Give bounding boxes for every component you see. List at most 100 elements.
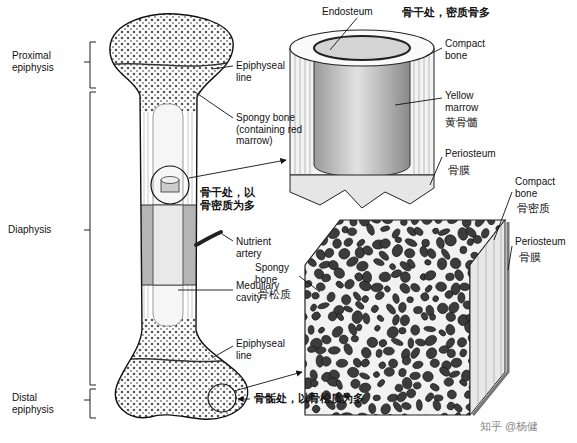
- trabecular-hole: [294, 262, 305, 269]
- trabecular-hole: [308, 326, 314, 335]
- trabecular-hole: [511, 384, 521, 392]
- trabecular-hole: [392, 293, 401, 304]
- trabecular-hole: [419, 291, 430, 302]
- trabecular-hole: [359, 372, 371, 381]
- trabecular-hole: [370, 283, 383, 293]
- trabecular-hole: [390, 337, 404, 347]
- trabecular-hole: [368, 213, 382, 225]
- trabecular-hole: [430, 359, 439, 368]
- trabecular-hole: [413, 226, 425, 237]
- trabecular-hole: [424, 326, 437, 333]
- trabecular-hole: [398, 368, 407, 378]
- trabecular-hole: [335, 312, 345, 322]
- part-label: Epiphyseal line: [236, 60, 298, 83]
- trabecular-hole: [401, 402, 412, 411]
- trabecular-hole: [413, 306, 422, 314]
- trabecular-hole: [341, 294, 351, 304]
- trabecular-hole: [332, 238, 341, 248]
- trabecular-hole: [388, 263, 396, 271]
- trabecular-hole: [400, 271, 411, 283]
- part-label: 黄骨髓: [445, 116, 495, 129]
- trabecular-hole: [342, 342, 354, 356]
- trabecular-hole: [380, 225, 390, 232]
- trabecular-hole: [373, 257, 385, 267]
- trabecular-hole: [450, 357, 462, 368]
- trabecular-hole: [383, 347, 394, 355]
- trabecular-hole: [379, 272, 391, 283]
- trabecular-hole: [460, 246, 467, 254]
- trabecular-hole: [297, 223, 309, 236]
- trabecular-hole: [445, 311, 457, 323]
- trabecular-hole: [458, 378, 468, 387]
- trabecular-hole: [342, 236, 354, 248]
- trabecular-hole: [321, 273, 331, 282]
- trabecular-hole: [401, 376, 413, 390]
- trabecular-hole: [302, 290, 312, 300]
- trabecular-hole: [366, 336, 378, 348]
- region-label: Distal epiphysis: [12, 392, 72, 415]
- trabecular-hole: [404, 248, 416, 259]
- trabecular-hole: [373, 395, 381, 401]
- trabecular-hole: [311, 292, 319, 300]
- trabecular-hole: [423, 269, 437, 282]
- trabecular-hole: [452, 411, 462, 424]
- trabecular-hole: [460, 283, 470, 291]
- trabecular-hole: [332, 266, 347, 281]
- part-label: 骨膜: [519, 251, 559, 264]
- trabecular-hole: [508, 332, 521, 344]
- long-bone: [100, 14, 250, 419]
- trabecular-hole: [398, 282, 412, 296]
- trabecular-hole: [320, 334, 332, 345]
- note-label: 骨骺处，以骨松质为多: [254, 392, 378, 405]
- trabecular-hole: [306, 213, 317, 225]
- trabecular-hole: [340, 413, 353, 420]
- trabecular-hole: [435, 281, 447, 292]
- trabecular-hole: [312, 223, 324, 235]
- part-label: 骨膜: [448, 164, 488, 177]
- trabecular-hole: [323, 247, 336, 260]
- trabecular-hole: [384, 367, 395, 376]
- trabecular-hole: [320, 355, 333, 368]
- part-label: 骨密质: [517, 202, 562, 215]
- part-label: Spongy bone: [255, 262, 300, 285]
- trabecular-hole: [496, 404, 506, 413]
- trabecular-hole: [361, 294, 370, 303]
- trabecular-hole: [304, 237, 319, 251]
- trabecular-hole: [399, 314, 410, 327]
- trabecular-hole: [416, 399, 423, 411]
- trabecular-hole: [456, 336, 469, 349]
- trabecular-hole: [424, 391, 435, 403]
- trabecular-hole: [347, 366, 360, 378]
- trabecular-hole: [407, 296, 414, 303]
- trabecular-hole: [399, 327, 407, 334]
- trabecular-hole: [394, 236, 402, 243]
- trabecular-hole: [361, 244, 374, 257]
- trabecular-hole: [438, 329, 447, 338]
- trabecular-hole: [446, 388, 459, 400]
- trabecular-hole: [406, 258, 416, 270]
- trabecular-hole: [291, 369, 303, 382]
- trabecular-hole: [360, 358, 371, 369]
- trabecular-hole: [294, 326, 300, 334]
- trabecular-hole: [289, 217, 299, 227]
- trabecular-hole: [321, 417, 330, 425]
- trabecular-hole: [444, 289, 455, 300]
- note-label: 骨干处，以骨密质为多: [200, 186, 260, 211]
- trabecular-hole: [352, 291, 363, 302]
- trabecular-hole: [347, 228, 357, 236]
- trabecular-hole: [336, 359, 348, 368]
- trabecular-hole: [351, 335, 359, 342]
- trabecular-hole: [378, 338, 388, 348]
- part-label: Proximal epiphysis: [12, 50, 72, 73]
- trabecular-hole: [390, 243, 404, 258]
- trabecular-hole: [459, 348, 468, 357]
- trabecular-hole: [310, 303, 318, 312]
- trabecular-hole: [374, 324, 382, 332]
- trabecular-hole: [315, 282, 326, 292]
- trabecular-hole: [424, 284, 433, 294]
- trabecular-hole: [496, 390, 510, 404]
- trabecular-hole: [376, 378, 386, 388]
- trabecular-hole: [473, 214, 486, 228]
- trabecular-hole: [448, 256, 463, 271]
- trabecular-hole: [376, 349, 383, 358]
